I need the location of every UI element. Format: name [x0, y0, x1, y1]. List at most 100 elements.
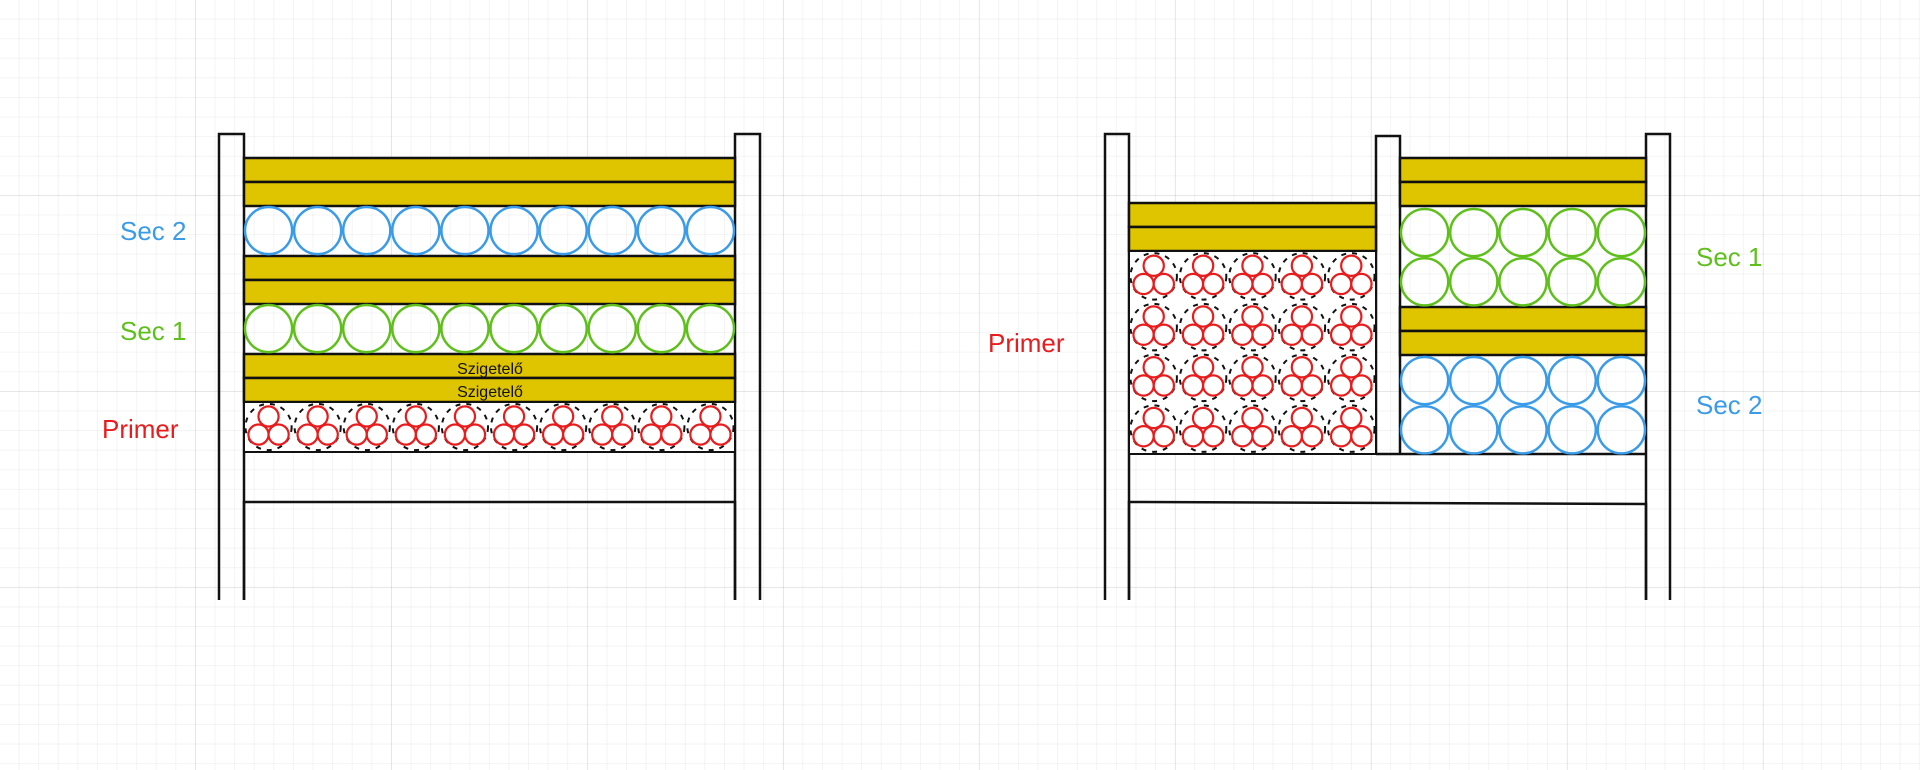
primer-strand [1181, 272, 1205, 296]
sec2-conductor [341, 205, 392, 256]
litz-bundle-outline [440, 402, 490, 452]
primer-strand [1142, 406, 1165, 430]
sec1-conductor [685, 303, 736, 354]
primer-strand [1350, 374, 1373, 397]
primer-strand [1142, 356, 1165, 379]
sec2-conductor [1547, 404, 1598, 455]
sec1-conductor [1498, 207, 1548, 258]
sec2-conductor [243, 205, 294, 256]
right-insulation-sec-top-1 [1398, 156, 1648, 184]
primer-strand [650, 405, 673, 428]
sec1-conductor [1547, 256, 1598, 307]
primer-strand [1202, 374, 1225, 397]
primer-strand [709, 423, 732, 446]
primer-strand [562, 423, 585, 446]
primer-strand [1340, 406, 1363, 430]
litz-bundle-outline [1327, 404, 1376, 453]
primer-strand [1290, 356, 1314, 379]
left-insulation-top-2 [242, 180, 737, 208]
right-insulation-layers [1127, 156, 1648, 357]
litz-bundle-outline [1228, 353, 1277, 403]
right-insulation-primer-2 [1127, 225, 1378, 253]
sec2-conductor [1596, 404, 1647, 455]
primer-strand [355, 405, 378, 428]
primer-strand [1329, 424, 1353, 448]
sec1-conductor [1596, 256, 1647, 307]
sec2-conductor [538, 205, 588, 256]
right-bobbin-divider [1374, 134, 1402, 454]
left-bobbin-base [242, 500, 737, 600]
left-label-primer: Primer [102, 414, 179, 444]
sec2-conductor [1399, 355, 1450, 406]
sec1-conductor [243, 303, 294, 354]
primer-strand [1280, 323, 1303, 346]
litz-bundle-outline [244, 402, 293, 452]
primer-strand [1132, 374, 1155, 397]
sec2-conductor [1448, 355, 1499, 406]
sec1-conductor [440, 303, 490, 354]
left-sec1-winding [243, 303, 736, 354]
sec1-conductor [1596, 207, 1647, 258]
litz-bundle-outline [637, 402, 686, 452]
primer-strand [1290, 406, 1314, 430]
litz-bundle-outline [489, 402, 539, 452]
primer-strand [1290, 305, 1314, 328]
primer-strand [1142, 305, 1165, 328]
litz-bundle-outline [1277, 353, 1327, 403]
primer-strand [1202, 323, 1225, 346]
litz-bundle-outline [1228, 252, 1277, 301]
sec2-conductor [440, 205, 490, 256]
sec1-conductor [1547, 207, 1598, 258]
primer-strand [1241, 254, 1264, 277]
left-label-sec2: Sec 2 [120, 216, 187, 246]
left-insulation-label-2: Szigetelő [457, 384, 523, 401]
left-insulation-mid-1 [242, 254, 737, 282]
primer-strand [1191, 305, 1215, 328]
right-bobbin-base [1127, 500, 1648, 600]
primer-strand [1340, 254, 1363, 277]
right-label-sec2: Sec 2 [1696, 390, 1763, 420]
primer-strand [1280, 424, 1303, 448]
sec1-conductor [391, 303, 441, 354]
right-bobbin-right-wall [1644, 132, 1672, 600]
primer-strand [365, 423, 388, 446]
sec1-conductor [538, 303, 588, 354]
litz-bundle-outline [1277, 302, 1327, 352]
primer-strand [1241, 406, 1264, 430]
sec1-conductor [1399, 207, 1450, 258]
sec2-conductor [685, 205, 736, 256]
left-insulation-top-1 [242, 156, 737, 184]
sec2-conductor [489, 205, 539, 256]
primer-strand [1340, 305, 1363, 328]
primer-strand [1241, 305, 1264, 328]
right-bobbin-outer-wall [1103, 132, 1131, 600]
right-insulation-sec-top-2 [1398, 180, 1648, 208]
right-label-sec1: Sec 1 [1696, 242, 1763, 272]
primer-strand [1181, 323, 1205, 346]
primer-strand [1300, 424, 1324, 448]
litz-bundle-outline [1228, 302, 1277, 352]
primer-strand [1350, 424, 1373, 448]
right-insulation-sec-mid-1 [1398, 305, 1648, 333]
primer-strand [1152, 424, 1176, 448]
primer-strand [1202, 272, 1225, 296]
primer-strand [394, 423, 417, 446]
primer-strand [541, 423, 565, 446]
primer-strand [1350, 272, 1373, 296]
primer-strand [1251, 374, 1274, 397]
litz-bundle-outline [342, 402, 391, 452]
primer-strand [1329, 374, 1353, 397]
primer-strand [492, 423, 516, 446]
sec1-conductor [1448, 207, 1499, 258]
sec1-conductor [489, 303, 539, 354]
primer-strand [1251, 272, 1274, 296]
litz-bundle-outline [539, 402, 588, 452]
right-insulation-sec-mid-2 [1398, 329, 1648, 357]
sec1-conductor [292, 303, 343, 354]
right-sec1-winding [1399, 207, 1647, 307]
litz-bundle-outline [1178, 404, 1228, 453]
sec2-conductor [1596, 355, 1647, 406]
litz-bundle-outline [1178, 252, 1228, 301]
left-insulation-mid-2 [242, 278, 737, 306]
